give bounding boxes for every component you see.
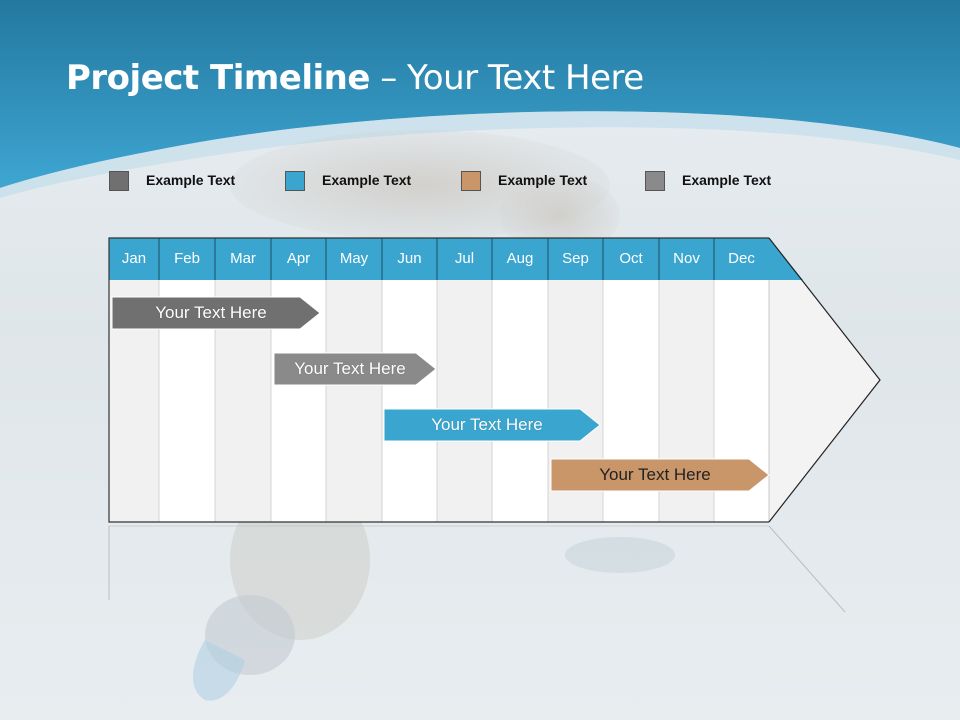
legend-label: Example Text xyxy=(682,172,772,188)
timeline-task-bar: Your Text Here xyxy=(273,352,437,386)
task-bar-arrow xyxy=(383,408,601,442)
legend-label: Example Text xyxy=(322,172,412,188)
task-bar-label: Your Text Here xyxy=(294,359,406,378)
month-label-aug: Aug xyxy=(506,250,534,267)
month-header-cell xyxy=(659,238,714,280)
task-bar-label: Your Text Here xyxy=(155,303,267,322)
month-header-cell xyxy=(271,238,326,280)
month-column xyxy=(492,280,548,522)
month-label-jan: Jan xyxy=(121,250,147,267)
task-bar-shape xyxy=(273,352,437,386)
month-header-cell xyxy=(326,238,382,280)
month-header-cell xyxy=(492,238,548,280)
timeline-arrow-head xyxy=(769,238,880,522)
legend-label: Example Text xyxy=(146,172,236,188)
month-column xyxy=(382,280,437,522)
month-header-cell xyxy=(437,238,492,280)
month-label-oct: Oct xyxy=(619,250,643,267)
timeline-task-bar: Your Text Here xyxy=(383,408,601,442)
task-bar-arrow xyxy=(111,296,321,330)
month-header-cell xyxy=(382,238,437,280)
legend-label: Example Text xyxy=(498,172,588,188)
reflection-line xyxy=(768,525,846,613)
month-label-mar: Mar xyxy=(230,250,256,267)
month-column xyxy=(437,280,492,522)
timeline-task-bar: Your Text Here xyxy=(550,458,770,492)
month-label-feb: Feb xyxy=(174,250,200,267)
month-label-nov: Nov xyxy=(673,250,700,267)
month-header-cell xyxy=(714,238,769,280)
task-bar-label: Your Text Here xyxy=(599,465,711,484)
legend-swatch xyxy=(285,171,305,191)
month-header-cell xyxy=(159,238,215,280)
task-bar-arrow xyxy=(273,352,437,386)
title-rest: – Your Text Here xyxy=(369,58,644,98)
month-column xyxy=(326,280,382,522)
legend-swatch xyxy=(645,171,665,191)
legend-swatch xyxy=(109,171,129,191)
month-label-dec: Dec xyxy=(728,250,755,267)
month-label-may: May xyxy=(339,250,369,267)
title-bold: Project Timeline xyxy=(66,58,370,98)
task-bar-shape xyxy=(111,296,321,330)
month-label-jun: Jun xyxy=(397,250,422,267)
month-header-cell xyxy=(548,238,603,280)
month-label-sep: Sep xyxy=(562,250,589,267)
month-header-cell xyxy=(603,238,659,280)
task-bar-shape xyxy=(383,408,601,442)
month-label-jul: Jul xyxy=(454,250,475,267)
month-header-cell xyxy=(215,238,271,280)
month-header-cell xyxy=(109,238,159,280)
task-bar-arrow xyxy=(550,458,770,492)
task-bar-label: Your Text Here xyxy=(431,415,543,434)
timeline-task-bar: Your Text Here xyxy=(111,296,321,330)
task-bar-shape xyxy=(550,458,770,492)
slide-title: Project Timeline – Your Text Here xyxy=(66,58,644,98)
legend-swatch xyxy=(461,171,481,191)
month-label-apr: Apr xyxy=(286,250,311,267)
timeline-outline xyxy=(108,237,769,523)
arrow-outline xyxy=(768,237,881,523)
